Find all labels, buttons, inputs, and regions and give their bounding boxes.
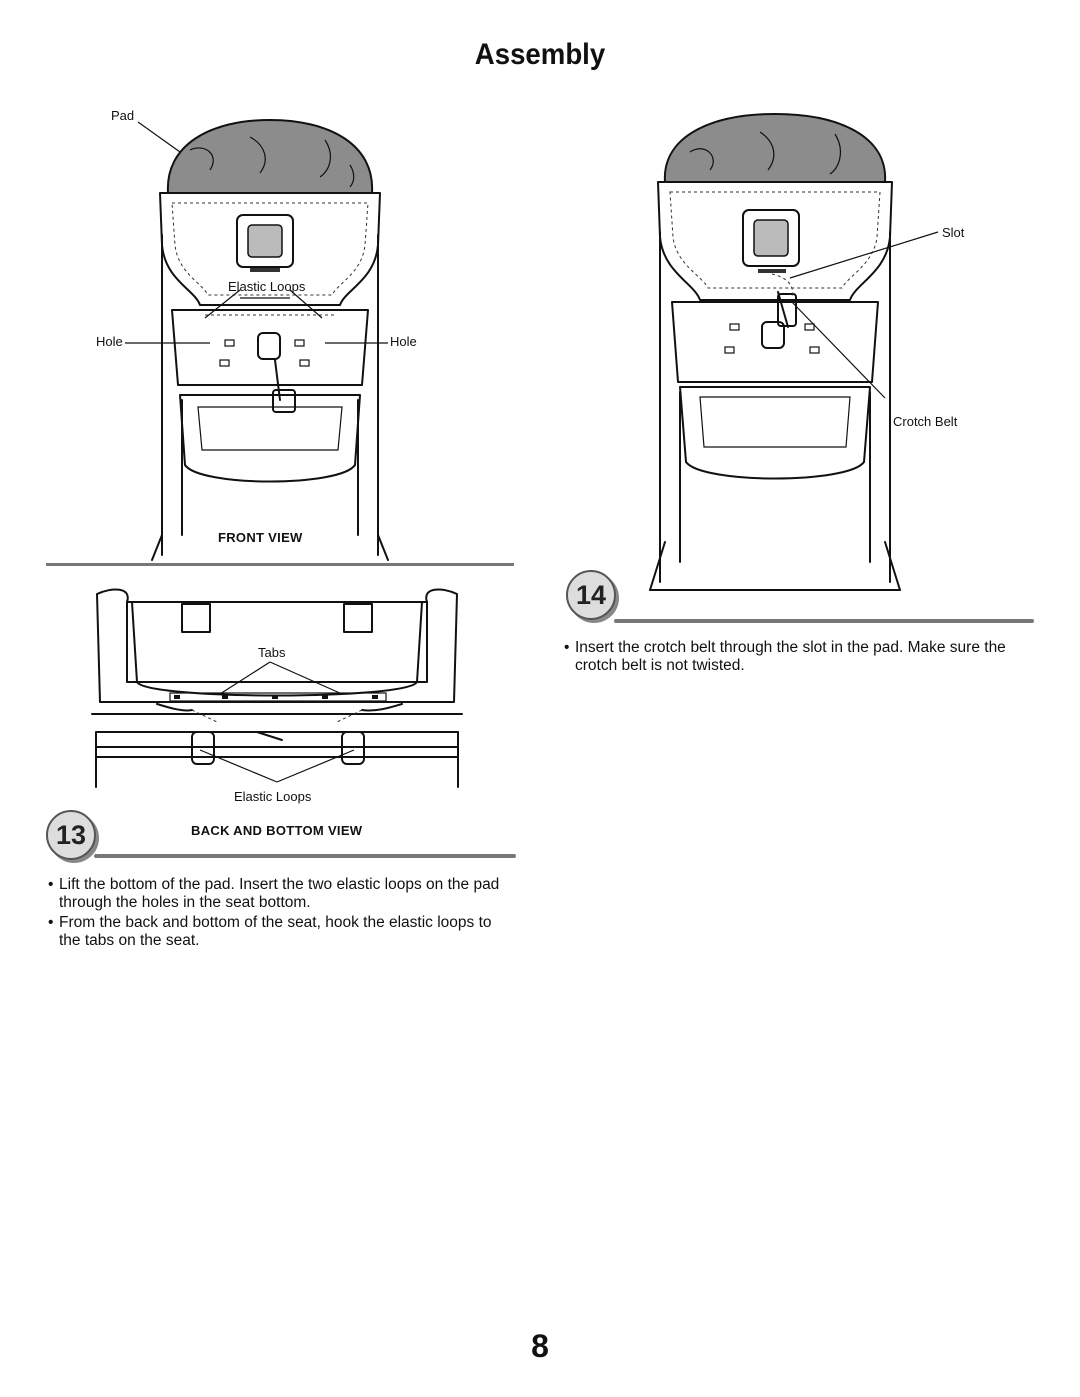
label-elastic-loops-front: Elastic Loops	[228, 279, 306, 294]
step-14-rule	[614, 619, 1034, 623]
step-14-instruction: Insert the crotch belt through the slot …	[562, 639, 1030, 675]
label-tabs: Tabs	[258, 645, 286, 660]
label-hole-left: Hole	[96, 334, 123, 349]
caption-back-and-bottom-view: BACK AND BOTTOM VIEW	[191, 823, 363, 838]
caption-front-view: FRONT VIEW	[218, 530, 303, 545]
step-13-instructions: Lift the bottom of the pad. Insert the t…	[46, 876, 516, 952]
label-crotch-belt: Crotch Belt	[893, 414, 958, 429]
step-13-rule	[94, 854, 516, 858]
label-pad: Pad	[111, 108, 135, 123]
step-14-badge: 14	[566, 570, 616, 620]
label-slot: Slot	[942, 225, 965, 240]
step-14-instructions: Insert the crotch belt through the slot …	[562, 639, 1030, 677]
step-13-instruction: From the back and bottom of the seat, ho…	[46, 914, 516, 950]
step-14-illustration	[649, 112, 901, 591]
front-view-illustration	[151, 118, 389, 561]
step-13-badge: 13	[46, 810, 96, 860]
label-elastic-loops-back: Elastic Loops	[234, 789, 312, 804]
page-number: 8	[531, 1328, 549, 1364]
label-hole-right: Hole	[390, 334, 417, 349]
back-view-illustration	[91, 588, 463, 788]
step-13-instruction: Lift the bottom of the pad. Insert the t…	[46, 876, 516, 912]
page-title: Assembly	[474, 38, 606, 71]
view-divider	[46, 563, 514, 566]
